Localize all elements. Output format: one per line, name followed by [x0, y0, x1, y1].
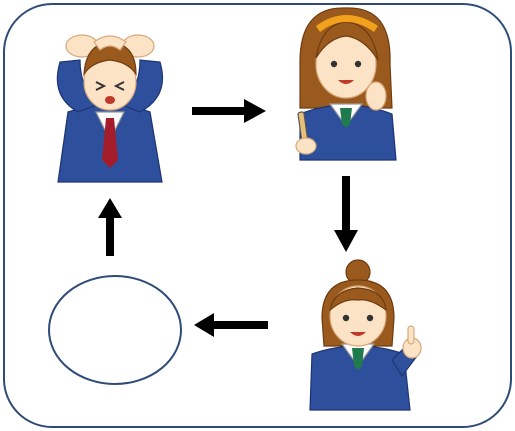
empty-ellipse — [49, 276, 181, 384]
student-girl-thinking-with-pen-icon — [296, 8, 396, 160]
